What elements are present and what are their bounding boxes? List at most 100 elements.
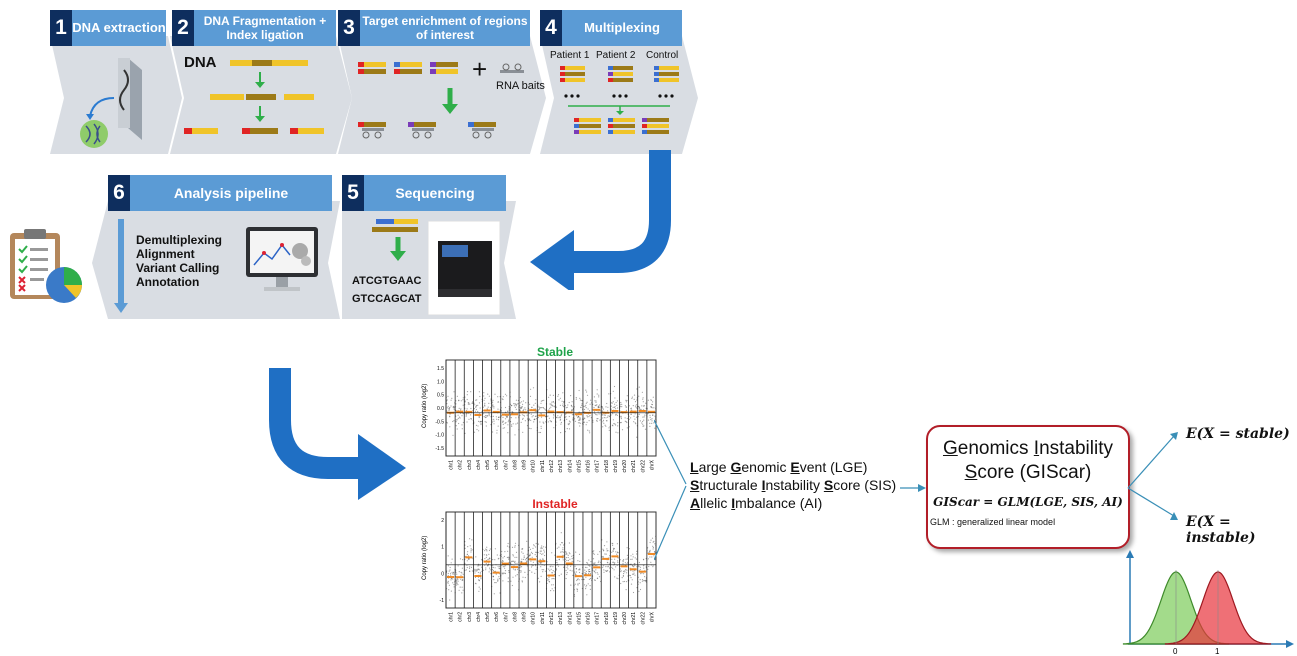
plus-sign: + <box>472 54 488 84</box>
svg-text:chr2: chr2 <box>458 612 464 622</box>
enrichment-illustration <box>358 62 524 139</box>
text-segment: nstability <box>1039 438 1113 459</box>
svg-text:0.0: 0.0 <box>437 406 444 412</box>
svg-text:chr14: chr14 <box>567 612 573 625</box>
step-1-dna-extraction: 1 DNA extraction <box>50 10 182 154</box>
text-segment: tructurale <box>699 477 762 493</box>
feature-list: Large Genomic Event (LGE) Structurale In… <box>690 458 896 512</box>
text-segment: core (SIS) <box>833 477 897 493</box>
pipeline-steps: Demultiplexing Alignment Variant Calling… <box>136 233 222 289</box>
step-number: 5 <box>342 175 364 211</box>
svg-text:chr20: chr20 <box>622 460 628 473</box>
step-5-sequencing: 5 Sequencing ATCGTGAAC GTCCAGCAT <box>342 175 516 319</box>
svg-text:chr13: chr13 <box>558 460 564 473</box>
svg-text:0: 0 <box>441 571 444 577</box>
svg-text:-1.0: -1.0 <box>435 433 444 439</box>
gis-title-line-1: Genomics Instability <box>928 437 1128 461</box>
density-distribution-plot: 0 1 <box>1122 550 1294 656</box>
text-segment: enomic <box>741 459 791 475</box>
step-4-multiplexing: 4 Multiplexing Patient 1 Patient 2 Contr… <box>540 10 698 154</box>
svg-text:chr17: chr17 <box>595 612 601 625</box>
svg-text:chr6: chr6 <box>494 612 500 622</box>
svg-text:-1: -1 <box>440 598 445 604</box>
acronym-letter: A <box>690 495 701 511</box>
svg-text:chr6: chr6 <box>494 460 500 470</box>
pipeline-step: Annotation <box>136 275 200 289</box>
gis-score-box: Genomics Instability Score (GIScar) GISc… <box>926 425 1130 549</box>
gis-formula: GIScar = GLM(LGE, SIS, AI) <box>933 495 1123 509</box>
text-segment: vent (LGE) <box>799 459 868 475</box>
svg-text:Copy ratio (log2): Copy ratio (log2) <box>422 384 428 428</box>
svg-text:chr4: chr4 <box>476 460 482 470</box>
svg-text:chr1: chr1 <box>449 612 455 622</box>
svg-text:chr15: chr15 <box>576 612 582 625</box>
outcome-instable: E(X = instable) <box>1186 514 1256 546</box>
svg-text:1.0: 1.0 <box>437 379 444 385</box>
feature-ai: Allelic Imbalance (AI) <box>690 494 896 512</box>
svg-text:chr18: chr18 <box>604 612 610 625</box>
step-number: 6 <box>108 175 130 211</box>
svg-text:chr1: chr1 <box>449 460 455 470</box>
svg-text:chr10: chr10 <box>531 612 537 625</box>
stable-plot-title: Stable <box>536 345 573 359</box>
sequencing-read-illustration <box>372 219 418 261</box>
svg-text:-1.5: -1.5 <box>435 446 444 452</box>
svg-text:2: 2 <box>441 518 444 524</box>
instable-plot-title: Instable <box>532 497 578 511</box>
svg-text:chr19: chr19 <box>613 460 619 473</box>
text-segment: arge <box>698 459 731 475</box>
svg-text:chr20: chr20 <box>622 612 628 625</box>
density-xtick: 1 <box>1215 647 1220 656</box>
step-title: DNA extraction <box>72 10 166 46</box>
step-title: Analysis pipeline <box>130 175 332 211</box>
svg-text:1: 1 <box>441 545 444 551</box>
svg-text:chr8: chr8 <box>512 460 518 470</box>
column-control: Control <box>646 50 679 61</box>
sequence-read: GTCCAGCAT <box>352 293 422 305</box>
flow-arrow-4-to-5 <box>530 150 671 290</box>
svg-text:chr7: chr7 <box>503 460 509 470</box>
feature-lge: Large Genomic Event (LGE) <box>690 458 896 476</box>
gis-title-line-2: Score (GIScar) <box>928 461 1128 485</box>
svg-text:chr13: chr13 <box>558 612 564 625</box>
dna-label: DNA <box>184 54 217 71</box>
svg-text:chr9: chr9 <box>522 460 528 470</box>
step-number: 3 <box>338 10 360 46</box>
density-y-axis-arrow <box>1126 550 1134 558</box>
acronym-letter: I <box>731 495 736 511</box>
step-2-fragmentation: 2 DNA Fragmentation + Index ligation DNA <box>170 10 352 154</box>
svg-text:chr4: chr4 <box>476 612 482 622</box>
text-segment: core (GIScar) <box>977 462 1092 483</box>
svg-text:chr10: chr10 <box>531 460 537 473</box>
svg-text:chr9: chr9 <box>522 612 528 622</box>
svg-text:0.5: 0.5 <box>437 393 444 399</box>
pipeline-step: Alignment <box>136 247 195 261</box>
monitor-icon <box>246 227 318 291</box>
fragmentation-illustration <box>184 60 324 134</box>
svg-text:chr3: chr3 <box>467 612 473 622</box>
density-xtick: 0 <box>1173 647 1178 656</box>
svg-text:chrX: chrX <box>649 459 655 470</box>
acronym-letter: E <box>790 459 800 475</box>
svg-text:chr22: chr22 <box>640 612 646 625</box>
text-segment: nstability <box>765 477 824 493</box>
report-clipboard-icon <box>10 229 82 303</box>
pipeline-step: Variant Calling <box>136 261 220 275</box>
stable-copy-ratio-plot: Copy ratio (log2)1.51.00.50.0-0.5-1.0-1.… <box>422 359 657 473</box>
dna-extraction-illustration <box>80 58 142 148</box>
acronym-letter: S <box>964 462 978 483</box>
step-6-analysis-pipeline: 6 Analysis pipeline Demultiplexing Align… <box>92 175 340 319</box>
svg-text:chr11: chr11 <box>540 460 546 472</box>
svg-text:chr8: chr8 <box>512 612 518 622</box>
gis-to-outcomes-connector <box>1127 432 1178 520</box>
step-title: Target enrichment of regions of interest <box>360 10 530 46</box>
svg-text:-0.5: -0.5 <box>435 419 444 425</box>
column-patient-2: Patient 2 <box>596 50 636 61</box>
svg-text:chr2: chr2 <box>458 460 464 470</box>
svg-text:chr7: chr7 <box>503 612 509 622</box>
plots-to-features-connector <box>654 419 687 561</box>
acronym-letter: I <box>761 477 766 493</box>
step-title: DNA Fragmentation + Index ligation <box>194 10 336 46</box>
text-segment: mbalance (AI) <box>735 495 823 511</box>
